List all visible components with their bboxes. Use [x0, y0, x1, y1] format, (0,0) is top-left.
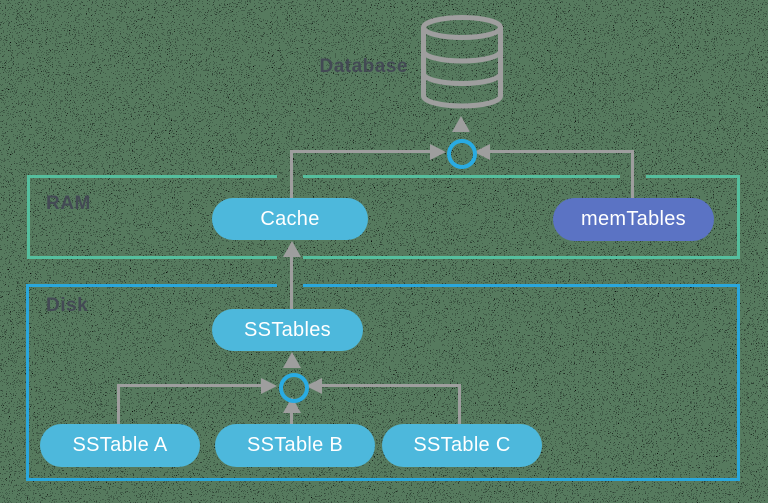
node-memtables-label: memTables	[581, 208, 686, 230]
ram-box-border-top-left	[27, 175, 277, 178]
disk-box-border-top-left	[26, 284, 277, 287]
line-sstable-a-to-join	[117, 384, 263, 387]
ram-box-border-top-mid	[303, 175, 620, 178]
node-sstable-b-label: SSTable B	[246, 434, 344, 456]
bottom-join-connector-icon	[279, 373, 309, 403]
arrowhead-memtables-to-join-icon	[474, 144, 490, 160]
disk-section-label: Disk	[46, 295, 89, 316]
line-cache-to-join	[290, 150, 432, 153]
node-sstable-b: SSTable B	[215, 424, 375, 467]
arrowhead-join-to-sstables-icon	[283, 352, 301, 368]
node-sstables-label: SSTables	[244, 318, 331, 341]
arrowhead-cache-to-join-icon	[430, 144, 446, 160]
node-memtables: memTables	[553, 198, 714, 241]
node-sstable-a: SSTable A	[40, 424, 200, 467]
database-label: Database	[319, 56, 408, 77]
disk-box-border-bottom	[26, 478, 740, 481]
node-cache-label: Cache	[260, 207, 320, 230]
line-sstable-c-up	[458, 384, 461, 425]
ram-box-border-top-right	[646, 175, 740, 178]
database-icon	[421, 15, 503, 109]
ram-box-border-bottom-right	[303, 256, 740, 259]
line-memtables-to-join	[489, 150, 634, 153]
top-join-connector-icon	[447, 139, 477, 169]
database-icon-top	[421, 15, 503, 40]
arrow-into-database-icon	[452, 116, 470, 132]
disk-box-border-left	[26, 284, 29, 481]
ram-box-border-left	[27, 175, 30, 259]
disk-box-border-top-right	[303, 284, 740, 287]
node-cache: Cache	[212, 198, 368, 240]
line-sstable-a-up	[117, 384, 120, 425]
arrowhead-sstable-a-to-join-icon	[261, 378, 277, 394]
line-sstable-b-up	[290, 411, 293, 425]
line-memtables-up	[631, 151, 634, 198]
node-sstables: SSTables	[212, 309, 363, 351]
disk-box-border-right	[737, 284, 740, 481]
line-sstables-to-cache	[290, 256, 293, 310]
ram-box-border-right	[737, 175, 740, 259]
node-sstable-a-label: SSTable A	[72, 434, 168, 456]
line-cache-up	[290, 151, 293, 198]
arrowhead-sstable-c-to-join-icon	[306, 378, 322, 394]
line-sstable-c-to-join	[321, 384, 461, 387]
ram-box-border-bottom-left	[27, 256, 277, 259]
node-sstable-c: SSTable C	[382, 424, 542, 467]
arrowhead-sstables-to-cache-icon	[283, 241, 301, 257]
database-icon-body	[421, 25, 503, 109]
node-sstable-c-label: SSTable C	[413, 434, 511, 456]
ram-section-label: RAM	[46, 193, 91, 214]
